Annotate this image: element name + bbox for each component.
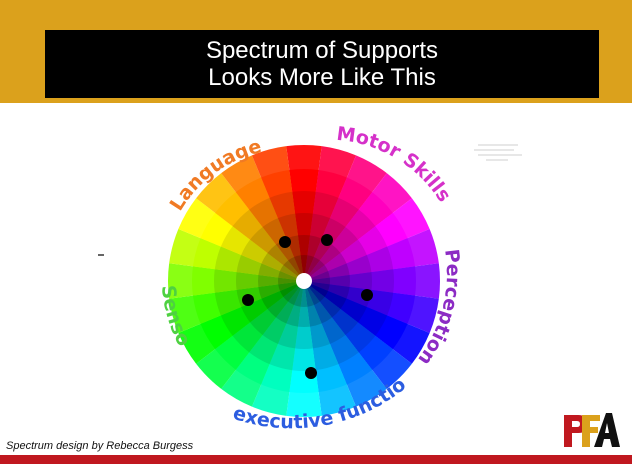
faint-notes-mark (474, 144, 522, 161)
support-dot (321, 234, 333, 246)
label-sensory-text: Sensory (0, 100, 195, 350)
wheel-center-marker (296, 273, 312, 289)
support-dot (242, 294, 254, 306)
pfa-logo (564, 413, 620, 447)
wheel-segment (304, 277, 331, 285)
header-rule (0, 99, 632, 103)
spectrum-wheel-graphic: Language Motor Skills Perception executi… (0, 100, 522, 433)
design-credit: Spectrum design by Rebecca Burgess (6, 440, 194, 452)
footer-accent-bar (0, 455, 632, 464)
pfa-logo-mark (564, 413, 620, 447)
title-line-2: Looks More Like This (208, 64, 436, 91)
wheel-segment (300, 281, 308, 308)
support-dot (361, 289, 373, 301)
slide-title: Spectrum of Supports Looks More Like Thi… (45, 30, 599, 98)
wheel-segment (277, 277, 304, 285)
title-line-1: Spectrum of Supports (205, 37, 439, 64)
wheel-segment (300, 254, 308, 281)
support-dot (279, 236, 291, 248)
support-dot (305, 367, 317, 379)
label-sensory: Sensory (0, 100, 195, 350)
